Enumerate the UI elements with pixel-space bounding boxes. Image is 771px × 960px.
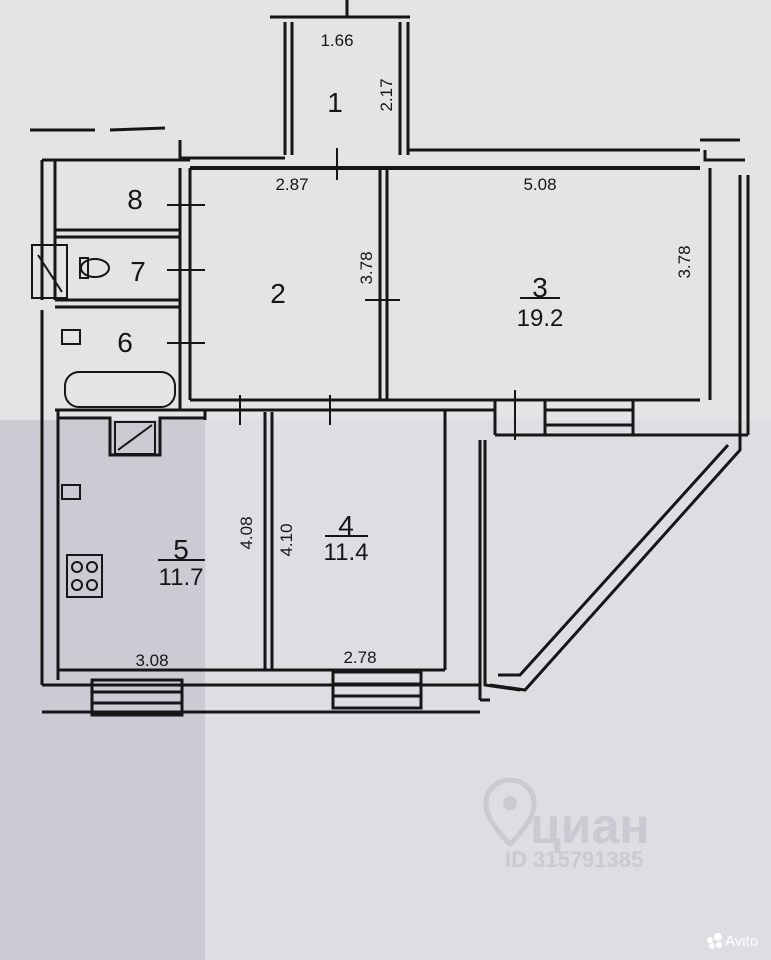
avito-badge: Avito bbox=[707, 933, 758, 950]
shower-icon bbox=[114, 421, 156, 455]
room-6-number: 6 bbox=[117, 327, 133, 358]
dim-room1-depth: 2.17 bbox=[377, 78, 396, 111]
fraction-bars bbox=[158, 297, 560, 561]
dim-room5-width: 3.08 bbox=[135, 651, 168, 670]
watermark-id: ID 315791385 bbox=[505, 847, 643, 872]
room-7-number: 7 bbox=[130, 256, 146, 287]
location-pin-icon bbox=[483, 777, 537, 848]
photo-highlight bbox=[205, 420, 771, 960]
dim-room5-depth: 4.08 bbox=[237, 516, 256, 549]
fixtures bbox=[31, 244, 176, 598]
photo-shadow bbox=[0, 420, 771, 960]
kitchen-sink-icon bbox=[61, 484, 81, 500]
dim-room3-width: 5.08 bbox=[523, 175, 556, 194]
room-5-area: 11.7 bbox=[159, 564, 204, 591]
room-3-number: 3 bbox=[532, 272, 548, 303]
room-1-number: 1 bbox=[327, 87, 343, 118]
room-4-number: 4 bbox=[338, 510, 354, 541]
door-markers bbox=[167, 148, 516, 440]
dim-room1-width: 1.66 bbox=[320, 31, 353, 50]
dim-room4-width: 2.78 bbox=[343, 648, 376, 667]
room-3-area: 19.2 bbox=[517, 305, 564, 332]
walls bbox=[30, 0, 750, 717]
room-4-area: 11.4 bbox=[324, 539, 369, 566]
dim-room2-width: 2.87 bbox=[275, 175, 308, 194]
cian-watermark: циан ID 315791385 bbox=[483, 777, 649, 872]
dim-room4-depth: 4.10 bbox=[277, 523, 296, 556]
dim-room3-depth: 3.78 bbox=[675, 245, 694, 278]
avito-badge-label: Avito bbox=[725, 933, 758, 950]
dim-room2-depth: 3.78 bbox=[357, 251, 376, 284]
sink-icon bbox=[61, 329, 81, 345]
stove-icon bbox=[66, 554, 103, 598]
room-8-number: 8 bbox=[127, 184, 143, 215]
room-5-number: 5 bbox=[173, 534, 189, 565]
washbasin-icon bbox=[31, 244, 68, 299]
avito-logo-icon bbox=[707, 937, 713, 943]
room-2-number: 2 bbox=[270, 278, 286, 309]
watermark-brand: циан bbox=[530, 798, 649, 854]
bathtub-icon bbox=[64, 371, 176, 408]
toilet-icon bbox=[80, 258, 110, 278]
